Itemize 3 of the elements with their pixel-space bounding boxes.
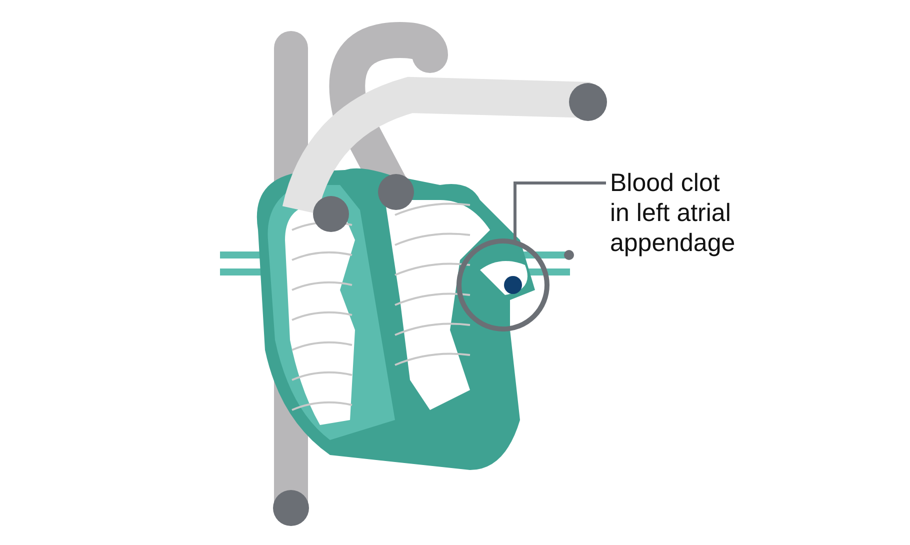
callout-text: Blood clot in left atrial appendage — [610, 168, 742, 258]
magnifier-circle — [456, 238, 550, 332]
leader-line — [514, 182, 606, 241]
